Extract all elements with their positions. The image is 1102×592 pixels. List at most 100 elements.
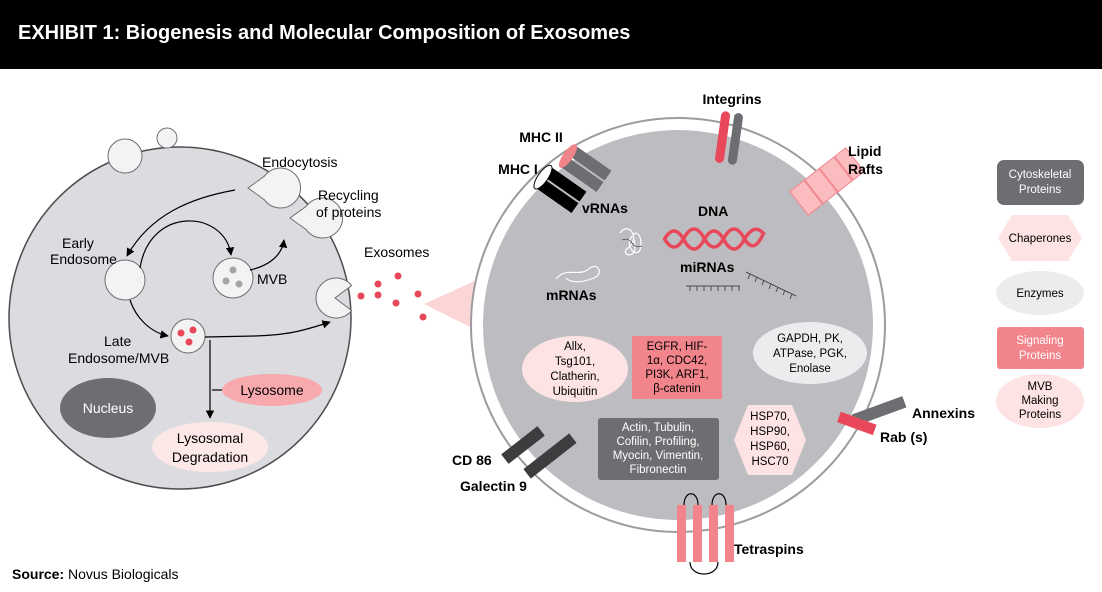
mvb-vesicle xyxy=(212,257,254,299)
recycling-label-1: Recycling xyxy=(318,187,379,203)
lysosomal-degradation xyxy=(152,422,268,472)
arrow-endocytosis-to-early xyxy=(126,189,236,257)
early-endosome-label-1: Early xyxy=(62,235,94,251)
late-endosome-label-2: Endosome/MVB xyxy=(68,350,169,366)
late-endosome-dot xyxy=(185,338,193,346)
exosome-dot xyxy=(392,299,400,307)
endocytosis-label: Endocytosis xyxy=(262,154,337,170)
late-endosome xyxy=(170,318,206,354)
rab-label: Rab (s) xyxy=(880,429,927,445)
lipid-rafts-label-1: Lipid xyxy=(848,143,881,159)
annexins-label: Annexins xyxy=(912,405,975,421)
early-endosome-label-2: Endosome xyxy=(50,251,117,267)
galectin-marker xyxy=(523,433,577,479)
gapdh-line-2: ATPase, PGK, xyxy=(773,348,847,360)
lysosome-label: Lysosome xyxy=(240,382,304,398)
lipid-rafts xyxy=(789,147,865,216)
egfr-line-1: EGFR, HIF- xyxy=(647,341,708,353)
legend-mvb-2: Making xyxy=(1021,395,1058,407)
legend-enzymes: Enzymes xyxy=(1016,288,1064,300)
hsp-line-4: HSC70 xyxy=(751,456,788,468)
mhc-ii-label: MHC II xyxy=(519,129,563,145)
lipid-rafts-label-2: Rafts xyxy=(848,161,883,177)
exosome-dot xyxy=(414,290,422,298)
legend-mvb-3: Proteins xyxy=(1019,409,1061,421)
late-endosome-dot xyxy=(189,326,197,334)
mvb-dot xyxy=(222,277,230,285)
chaperones-group xyxy=(734,405,806,475)
legend-cytoskeletal-1: Cytoskeletal xyxy=(1009,169,1072,181)
mvb-label: MVB xyxy=(257,271,287,287)
hsp-line-3: HSP60, xyxy=(750,441,790,453)
exosome-composition: Integrins MHC II MHC I Lipid Rafts vRNAs xyxy=(452,91,975,575)
arrow-early-to-late xyxy=(129,299,169,339)
endocytosis-vesicle xyxy=(247,167,302,209)
legend-signaling-swatch xyxy=(997,327,1084,369)
gapdh-line-1: GAPDH, PK, xyxy=(777,333,843,345)
mirnas-label: miRNAs xyxy=(680,259,735,275)
mrnas-label: mRNAs xyxy=(546,287,597,303)
exosomes-label: Exosomes xyxy=(364,244,429,260)
mirna-strand-2 xyxy=(745,271,797,300)
legend: Cytoskeletal Proteins Chaperones Enzymes… xyxy=(996,160,1084,428)
alix-line-1: Allx, xyxy=(564,341,586,353)
alix-line-4: Ubiquitin xyxy=(553,386,598,398)
dna-helix-b xyxy=(662,227,766,249)
source-label: Source: xyxy=(12,566,65,582)
mrnas-squiggle xyxy=(555,265,600,283)
mirna-strand-1 xyxy=(686,285,740,291)
annexins-marker xyxy=(851,396,907,426)
egfr-line-2: 1α, CDC42, xyxy=(647,355,707,367)
degradation-label-1: Lysosomal xyxy=(177,430,243,446)
rab-marker xyxy=(837,411,877,436)
recycling-vesicle xyxy=(289,197,344,239)
recycling-label-2: of proteins xyxy=(316,204,381,220)
page-title: EXHIBIT 1: Biogenesis and Molecular Comp… xyxy=(18,22,631,44)
nucleus xyxy=(60,378,156,438)
legend-cytoskeletal-2: Proteins xyxy=(1019,184,1061,196)
source-value: Novus Biologicals xyxy=(68,566,179,582)
dna-label: DNA xyxy=(698,203,728,219)
tetraspins xyxy=(677,493,734,575)
tetraspins-label: Tetraspins xyxy=(734,541,804,557)
legend-chaperones-swatch xyxy=(998,215,1082,261)
mhc-i xyxy=(533,164,587,214)
cd86-label: CD 86 xyxy=(452,452,492,468)
lysosome xyxy=(222,374,322,406)
integrins-label: Integrins xyxy=(702,91,761,107)
cell-biogenesis: Endocytosis Recycling of proteins Early … xyxy=(8,127,429,490)
title-bar: EXHIBIT 1: Biogenesis and Molecular Comp… xyxy=(0,0,1102,69)
exosome-dot xyxy=(357,292,365,300)
exosome-dot xyxy=(374,291,382,299)
legend-signaling-1: Signaling xyxy=(1016,335,1063,347)
dna-helix-a xyxy=(662,227,766,251)
exosome-dot xyxy=(374,280,382,288)
egfr-line-4: β-catenin xyxy=(653,383,701,395)
mvb-proteins-group xyxy=(522,336,628,402)
alix-line-2: Tsg101, xyxy=(555,356,595,368)
exosome-dot xyxy=(394,272,402,280)
actin-line-3: Myocin, Vimentin, xyxy=(613,450,704,462)
late-endosome-label-1: Late xyxy=(104,333,131,349)
legend-mvb-1: MVB xyxy=(1028,381,1053,393)
late-endosome-dot xyxy=(177,329,185,337)
gapdh-line-3: Enolase xyxy=(789,363,831,375)
legend-mvb-swatch xyxy=(996,374,1084,428)
actin-line-4: Fibronectin xyxy=(630,464,687,476)
hsp-line-2: HSP90, xyxy=(750,426,790,438)
egfr-line-3: PI3K, ARF1, xyxy=(645,369,708,381)
signaling-proteins-group xyxy=(632,336,722,399)
actin-line-1: Actin, Tubulin, xyxy=(622,422,694,434)
early-endosome xyxy=(104,259,146,301)
exosome-dot xyxy=(419,313,427,321)
hsp-line-1: HSP70, xyxy=(750,411,790,423)
actin-line-2: Cofilin, Profiling, xyxy=(616,436,699,448)
degradation-label-2: Degradation xyxy=(172,449,248,465)
arrow-late-to-exosome xyxy=(204,320,331,338)
mhc-ii xyxy=(558,144,612,193)
legend-cytoskeletal-swatch xyxy=(997,160,1084,205)
vrnas-label: vRNAs xyxy=(582,200,628,216)
vrnas-squiggle xyxy=(619,228,642,256)
arrow-early-to-mvb xyxy=(139,220,235,269)
